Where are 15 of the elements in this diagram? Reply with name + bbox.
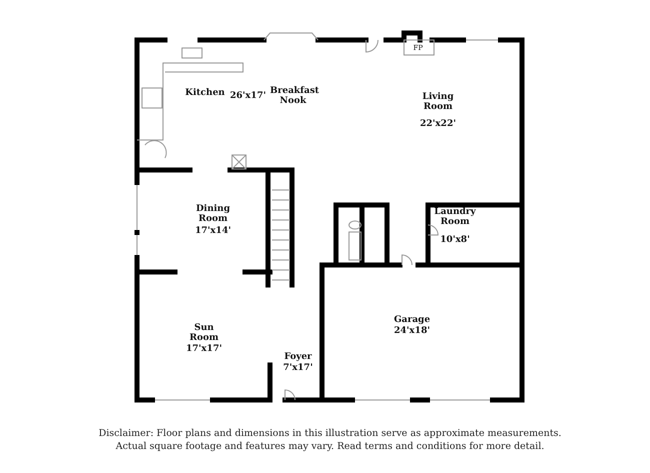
room-dimension: 26'x17' [230,91,266,101]
room-label: Sun Room [188,323,220,343]
room-dimension: 17'x14' [195,226,231,236]
room-label: Living Room [421,92,455,112]
room-dimension: 10'x8' [440,235,470,245]
room-label: Dining Room [194,204,232,224]
room-label: Foyer [284,352,312,362]
room-dimension: 24'x18' [394,326,430,336]
room-dimension: 17'x17' [186,344,222,354]
disclaimer-note: Disclaimer: Floor plans and dimensions in this illustration serve as approximate measurements. Actual square footage and features may vary. Read terms and conditions for more detail. [98,427,562,453]
room-label: Garage [394,315,430,325]
room-label: Laundry Room [433,207,477,227]
room-dimension: 7'x17' [283,363,313,373]
room-dimension: 22'x22' [420,119,456,129]
room-label: Kitchen [185,88,225,98]
